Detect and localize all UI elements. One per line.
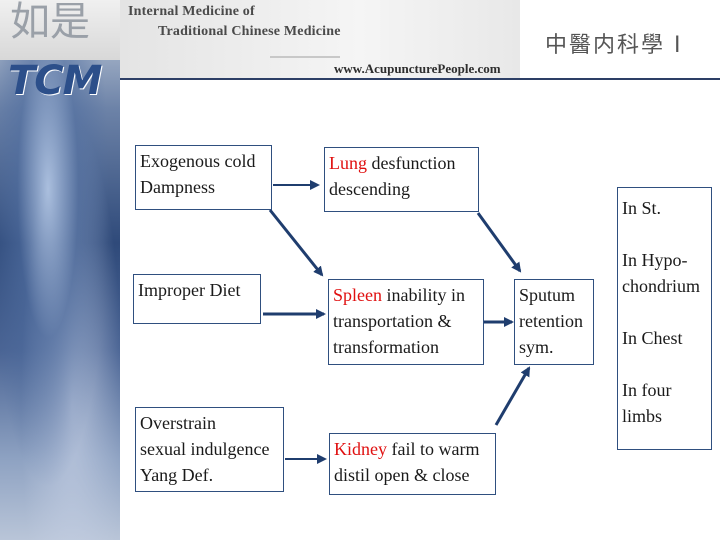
location-hypo-line2: chondrium (622, 276, 700, 296)
location-limbs-line2: limbs (622, 406, 663, 426)
spacer (622, 221, 707, 247)
header-title-line2: Traditional Chinese Medicine (158, 24, 341, 39)
kidney-text2: distil open & close (334, 465, 470, 485)
arrow-lung-to-sputum (476, 212, 522, 273)
arrow-exogenous-to-spleen (268, 209, 324, 277)
spleen-text3: transformation (333, 337, 439, 357)
left-decorative-panel (0, 0, 120, 540)
kidney-organ-label: Kidney (334, 439, 387, 459)
header-title-line1: Internal Medicine of (128, 4, 255, 19)
overstrain-line3: Yang Def. (140, 465, 214, 485)
chinese-title: 中醫内科學 I (545, 33, 683, 58)
location-hypo-line1: In Hypo- (622, 250, 688, 270)
header-divider-short (270, 56, 340, 58)
exogenous-line1: Exogenous cold (140, 151, 256, 171)
tcm-logo: TCM (8, 58, 102, 104)
exogenous-cold-box: Exogenous cold Dampness (135, 145, 272, 210)
sputum-line3: sym. (519, 337, 554, 357)
sputum-retention-box: Sputum retention sym. (514, 279, 594, 365)
arrow-kidney-to-sputum (494, 366, 531, 426)
website-link[interactable]: www.AcupuncturePeople.com (334, 61, 501, 76)
location-st: In St. (622, 198, 662, 218)
overstrain-box: Overstrain sexual indulgence Yang Def. (135, 407, 284, 492)
location-limbs-line1: In four (622, 380, 672, 400)
kidney-box: Kidney fail to warm distil open & close (329, 433, 496, 495)
spleen-text1: inability in (382, 285, 466, 305)
calligraphy-logo: 如是 (10, 0, 90, 45)
lung-text1: desfunction (367, 153, 456, 173)
overstrain-line2: sexual indulgence (140, 439, 270, 459)
spleen-text2: transportation & (333, 311, 452, 331)
exogenous-line2: Dampness (140, 177, 215, 197)
spacer (622, 351, 707, 377)
overstrain-line1: Overstrain (140, 413, 216, 433)
left-panel-top (0, 0, 120, 60)
improper-diet-label: Improper Diet (138, 280, 241, 300)
sputum-line2: retention (519, 311, 583, 331)
header-divider (120, 78, 720, 80)
lung-box: Lung desfunction descending (324, 147, 479, 212)
improper-diet-box: Improper Diet (133, 274, 261, 324)
kidney-text1: fail to warm (387, 439, 480, 459)
lung-organ-label: Lung (329, 153, 367, 173)
location-chest: In Chest (622, 328, 683, 348)
spacer (622, 299, 707, 325)
lung-text2: descending (329, 179, 410, 199)
spleen-organ-label: Spleen (333, 285, 382, 305)
spleen-box: Spleen inability in transportation & tra… (328, 279, 484, 365)
sputum-line1: Sputum (519, 285, 576, 305)
locations-box: In St. In Hypo- chondrium In Chest In fo… (617, 187, 712, 450)
header-banner (120, 0, 520, 78)
